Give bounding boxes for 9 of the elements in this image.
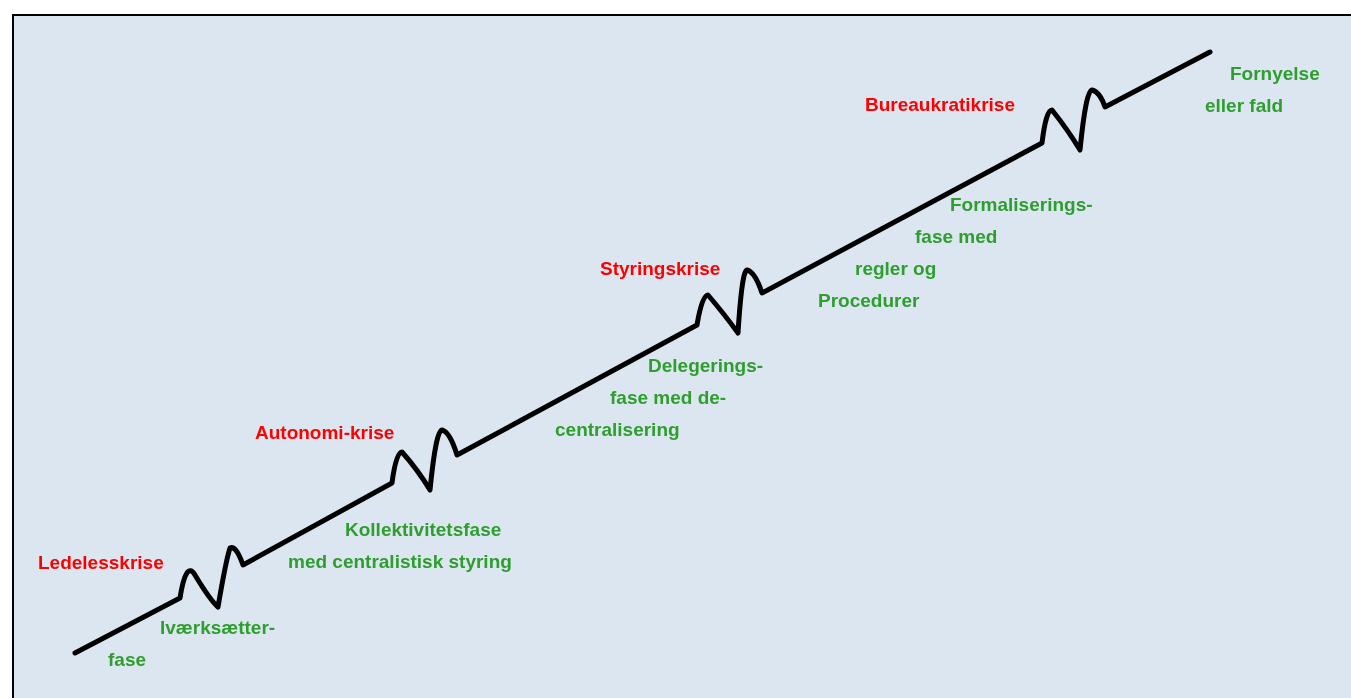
phase-label: Kollektivitetsfase med centralistisk styring (288, 518, 512, 574)
crisis-label: Bureaukratikrise (865, 93, 1015, 117)
crisis-label: Autonomi-krise (255, 421, 395, 445)
phase-label: Iværksætter- fase (108, 616, 276, 672)
phase-label: Delegerings- fase med de- centralisering (555, 354, 764, 442)
crisis-label: Ledelesskrise (38, 551, 164, 575)
phase-label: Fornyelse eller fald (1205, 62, 1320, 118)
crisis-label: Styringskrise (600, 257, 721, 281)
phase-label: Formaliserings- fase med regler og Procedurer (818, 193, 1093, 313)
